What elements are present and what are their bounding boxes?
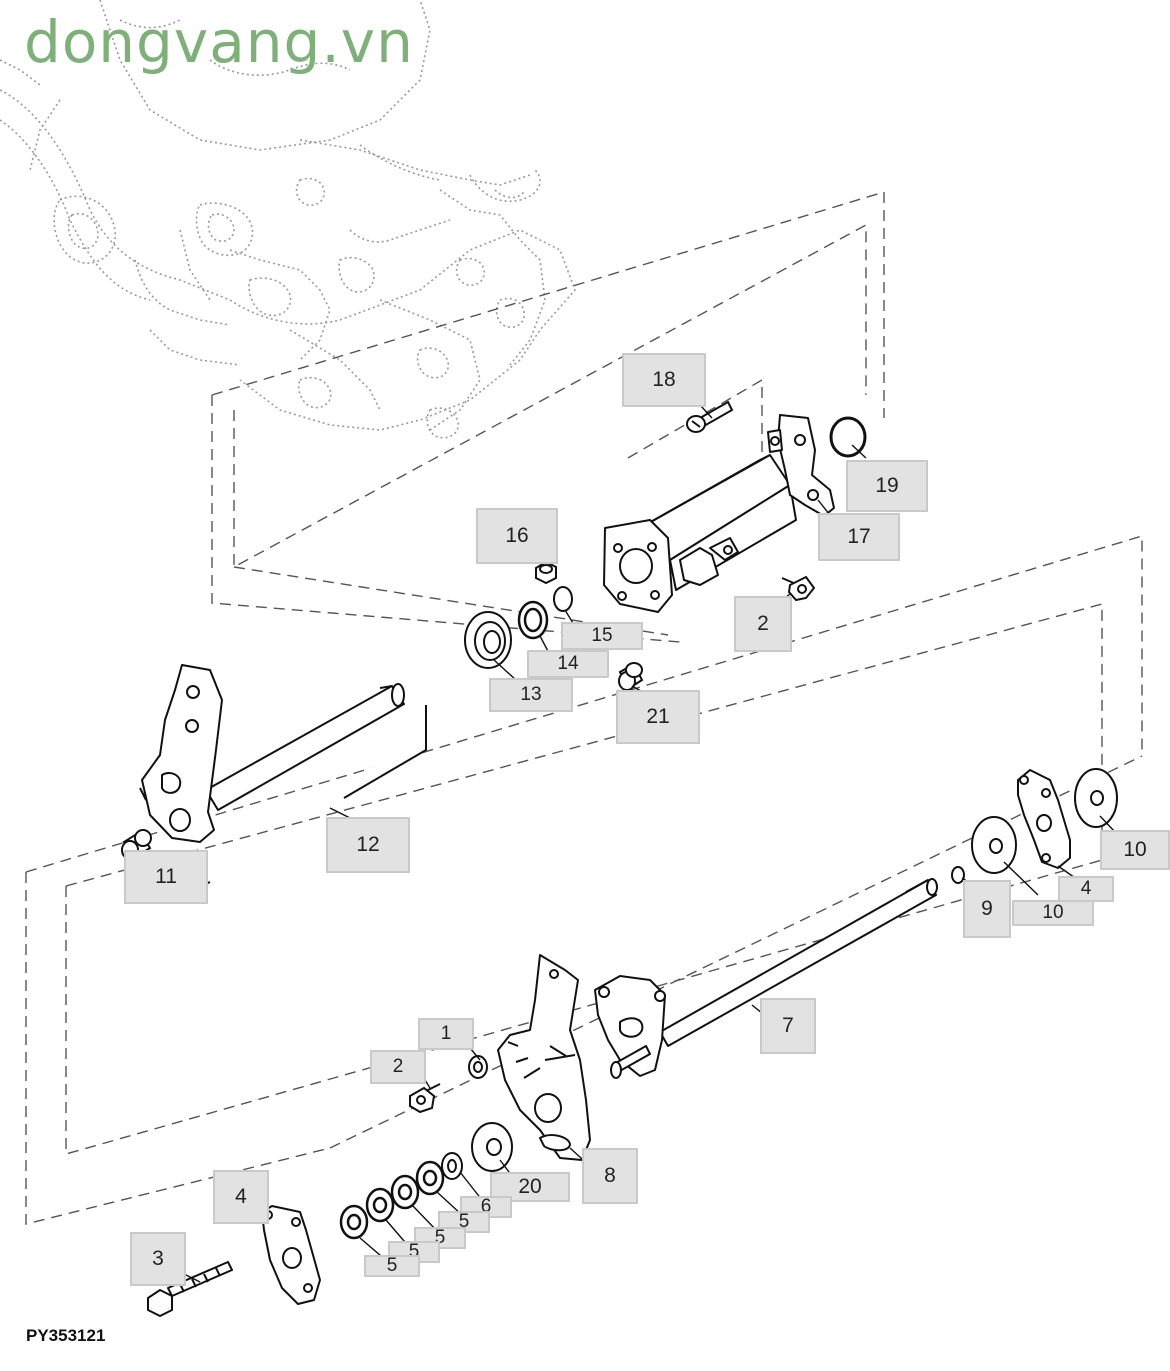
callout-4-lower: 4	[213, 1170, 269, 1224]
figure-id: PY353121	[26, 1326, 106, 1345]
callout-12: 12	[326, 817, 410, 873]
callout-16: 16	[476, 508, 558, 564]
callout-10-lower: 10	[1012, 900, 1094, 926]
part-21-bushing	[618, 662, 644, 691]
part-8-arm	[497, 954, 666, 1161]
part-1-washer	[468, 1055, 488, 1079]
callout-7: 7	[760, 998, 816, 1054]
callout-2-lower: 2	[370, 1050, 426, 1084]
callout-5-d: 5	[364, 1255, 420, 1277]
callout-3: 3	[130, 1232, 186, 1286]
callout-4-upper: 4	[1058, 876, 1114, 902]
callout-13: 13	[489, 678, 573, 712]
part-2-lower-bolt	[409, 1083, 441, 1114]
part-16-nut	[535, 560, 557, 585]
part-14-washer	[517, 600, 549, 640]
part-19-o-ring	[829, 416, 867, 458]
part-7-shaft	[659, 878, 938, 1047]
part-9-ring	[951, 866, 965, 884]
part-13-seal	[464, 611, 512, 669]
part-12-shaft-arm	[139, 664, 427, 843]
callout-14: 14	[527, 650, 609, 678]
callout-2-upper: 2	[734, 596, 792, 652]
callout-15: 15	[561, 622, 643, 650]
part-4-upper-plate	[1017, 769, 1071, 869]
callout-8: 8	[582, 1148, 638, 1204]
callout-1: 1	[418, 1018, 474, 1050]
part-3-bolt	[147, 1261, 233, 1317]
part-15-o-ring	[553, 586, 573, 612]
part-17-housing	[603, 414, 835, 613]
watermark-text: dongvang.vn	[24, 8, 414, 76]
callout-11: 11	[124, 850, 208, 904]
callout-17: 17	[818, 513, 900, 561]
callout-18: 18	[622, 353, 706, 407]
callout-10-right: 10	[1100, 830, 1170, 870]
part-6-washer	[441, 1152, 463, 1180]
part-4-lower-plate	[261, 1205, 321, 1305]
callout-9: 9	[963, 880, 1011, 938]
callout-19: 19	[846, 460, 928, 512]
part-10-washers	[971, 768, 1118, 874]
part-18-cap-screw	[686, 400, 734, 433]
part-5-washers	[339, 1160, 445, 1240]
callout-21: 21	[616, 690, 700, 744]
part-20-washer	[471, 1122, 513, 1172]
part-2-upper-bolt	[781, 575, 816, 602]
transmission-housing	[0, 0, 576, 439]
